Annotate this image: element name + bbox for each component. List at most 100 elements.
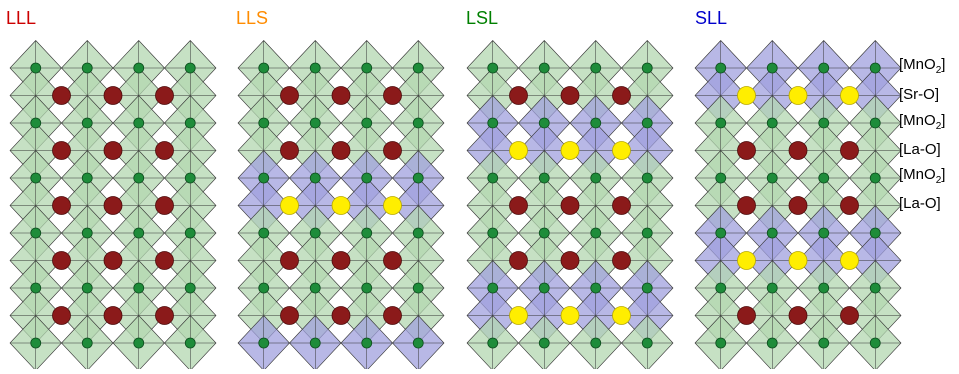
mn-atom [30,282,42,294]
mn-atom [309,337,321,349]
mn-atom [361,62,373,74]
mn-atom [133,337,145,349]
mn-atom [133,282,145,294]
mn-atom [715,62,727,74]
la-atom [103,86,123,105]
mn-atom [487,117,499,129]
mn-atom [184,227,196,239]
la-atom [737,306,756,325]
mn-atom [30,172,42,184]
mn-atom [538,282,550,294]
mn-atom [361,117,373,129]
mn-atom [641,282,653,294]
la-atom [155,141,174,160]
mn-atom [766,117,778,129]
la-atom [103,251,123,270]
la-atom [383,86,402,105]
sr-atom [788,251,808,270]
mn-atom [818,337,830,349]
mn-atom [309,172,321,184]
la-atom [52,141,71,160]
mn-atom [818,62,830,74]
mn-atom [869,282,881,294]
la-atom [103,141,123,160]
mn-atom [184,337,196,349]
la-atom [788,141,808,160]
sr-atom [840,251,859,270]
mn-atom [641,227,653,239]
mn-atom [412,227,424,239]
la-atom [560,196,580,215]
sr-atom [509,141,528,160]
la-atom [509,86,528,105]
sr-atom [612,306,631,325]
mn-atom [412,117,424,129]
la-atom [840,141,859,160]
la-atom [560,251,580,270]
mn-atom [590,117,602,129]
la-atom [155,86,174,105]
mn-atom [309,227,321,239]
mn-atom [641,172,653,184]
mn-atom [412,62,424,74]
mn-atom [818,282,830,294]
la-atom [52,86,71,105]
mn-atom [361,172,373,184]
sr-atom [788,86,808,105]
la-atom [560,86,580,105]
mn-atom [715,117,727,129]
la-atom [383,251,402,270]
sr-atom [383,196,402,215]
mn-atom [81,282,93,294]
mn-atom [818,117,830,129]
layer-label-la-o-1: [La-O] [899,141,941,158]
panel-lll [9,40,217,371]
mn-atom [715,227,727,239]
mn-atom [715,172,727,184]
mn-atom [412,282,424,294]
mn-atom [538,62,550,74]
la-atom [331,86,351,105]
sr-atom [560,141,580,160]
mn-atom [869,172,881,184]
mn-atom [361,227,373,239]
la-atom [612,196,631,215]
sr-atom [840,86,859,105]
mn-atom [184,172,196,184]
la-atom [612,251,631,270]
mn-atom [766,227,778,239]
mn-atom [766,172,778,184]
layer-label-mno2-3: [MnO2] [899,166,946,186]
layer-label-la-o-2: [La-O] [899,195,941,212]
mn-atom [487,282,499,294]
layer-label-mno2-2: [MnO2] [899,112,946,132]
mn-atom [487,227,499,239]
mn-atom [590,62,602,74]
la-atom [280,251,299,270]
mn-atom [641,337,653,349]
panel-lsl [466,40,674,371]
mn-atom [487,337,499,349]
mn-atom [869,117,881,129]
mn-atom [81,117,93,129]
la-atom [383,306,402,325]
mn-atom [361,337,373,349]
mn-atom [309,282,321,294]
mn-atom [590,227,602,239]
mn-atom [538,337,550,349]
la-atom [788,306,808,325]
la-atom [788,196,808,215]
mn-atom [766,282,778,294]
mn-atom [30,337,42,349]
panel-title-lsl: LSL [466,8,499,28]
mn-atom [538,117,550,129]
mn-atom [487,172,499,184]
mn-atom [258,117,270,129]
sr-atom [331,196,351,215]
mn-atom [715,282,727,294]
mn-atom [81,172,93,184]
la-atom [155,251,174,270]
mn-atom [133,62,145,74]
la-atom [509,196,528,215]
